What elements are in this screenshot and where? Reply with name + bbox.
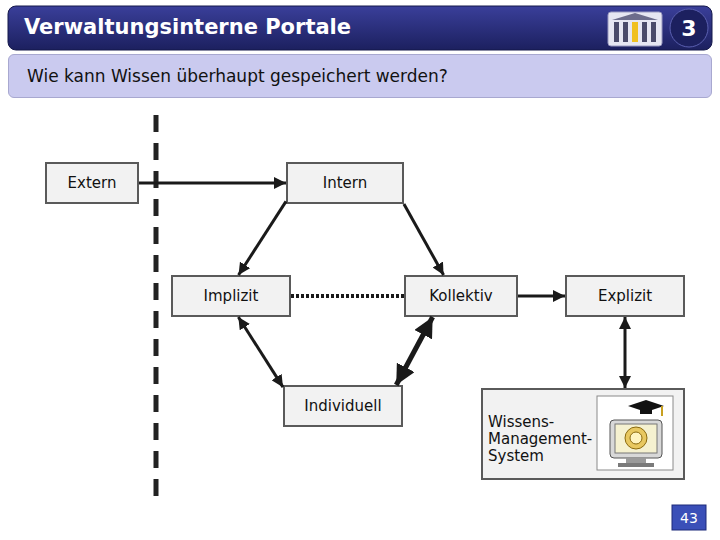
arrow-connector (624, 317, 627, 388)
node-label: Wissens- Management- System (488, 414, 600, 465)
arrow-connector (404, 204, 444, 275)
node-label: Intern (323, 175, 367, 192)
dotted-connector (291, 294, 404, 298)
process-box: Kollektiv (404, 275, 518, 317)
node-label: Individuell (304, 398, 381, 415)
node-label: Extern (68, 175, 117, 192)
knowledge-system-picture (597, 396, 673, 470)
boundary-line (154, 115, 159, 496)
process-box: Implizit (171, 275, 291, 317)
chapter-badge (670, 9, 708, 47)
page-number-box (672, 505, 706, 530)
header-bar (8, 6, 712, 50)
arrow-connector (239, 201, 286, 275)
question-band: Wie kann Wissen überhaupt gespeichert we… (8, 54, 712, 98)
process-box: Explizit (565, 275, 685, 317)
chapter-number: 3 (670, 9, 708, 47)
question-text: Wie kann Wissen überhaupt gespeichert we… (27, 68, 448, 85)
node-label: Explizit (598, 288, 652, 305)
slide-title: Verwaltungsinterne Portale (24, 15, 351, 39)
arrow-connector (238, 317, 283, 387)
building-icon (608, 12, 662, 46)
arrow-connector (518, 295, 565, 298)
arrow-connector (139, 182, 286, 185)
system-box: Wissens- Management- System (481, 388, 685, 480)
node-label: Kollektiv (429, 288, 492, 305)
process-box: Intern (286, 162, 404, 204)
process-box: Individuell (283, 385, 403, 427)
process-box: Extern (45, 162, 139, 204)
page-number: 43 (672, 505, 706, 530)
node-label: Implizit (204, 288, 259, 305)
arrow-connector (396, 317, 432, 385)
